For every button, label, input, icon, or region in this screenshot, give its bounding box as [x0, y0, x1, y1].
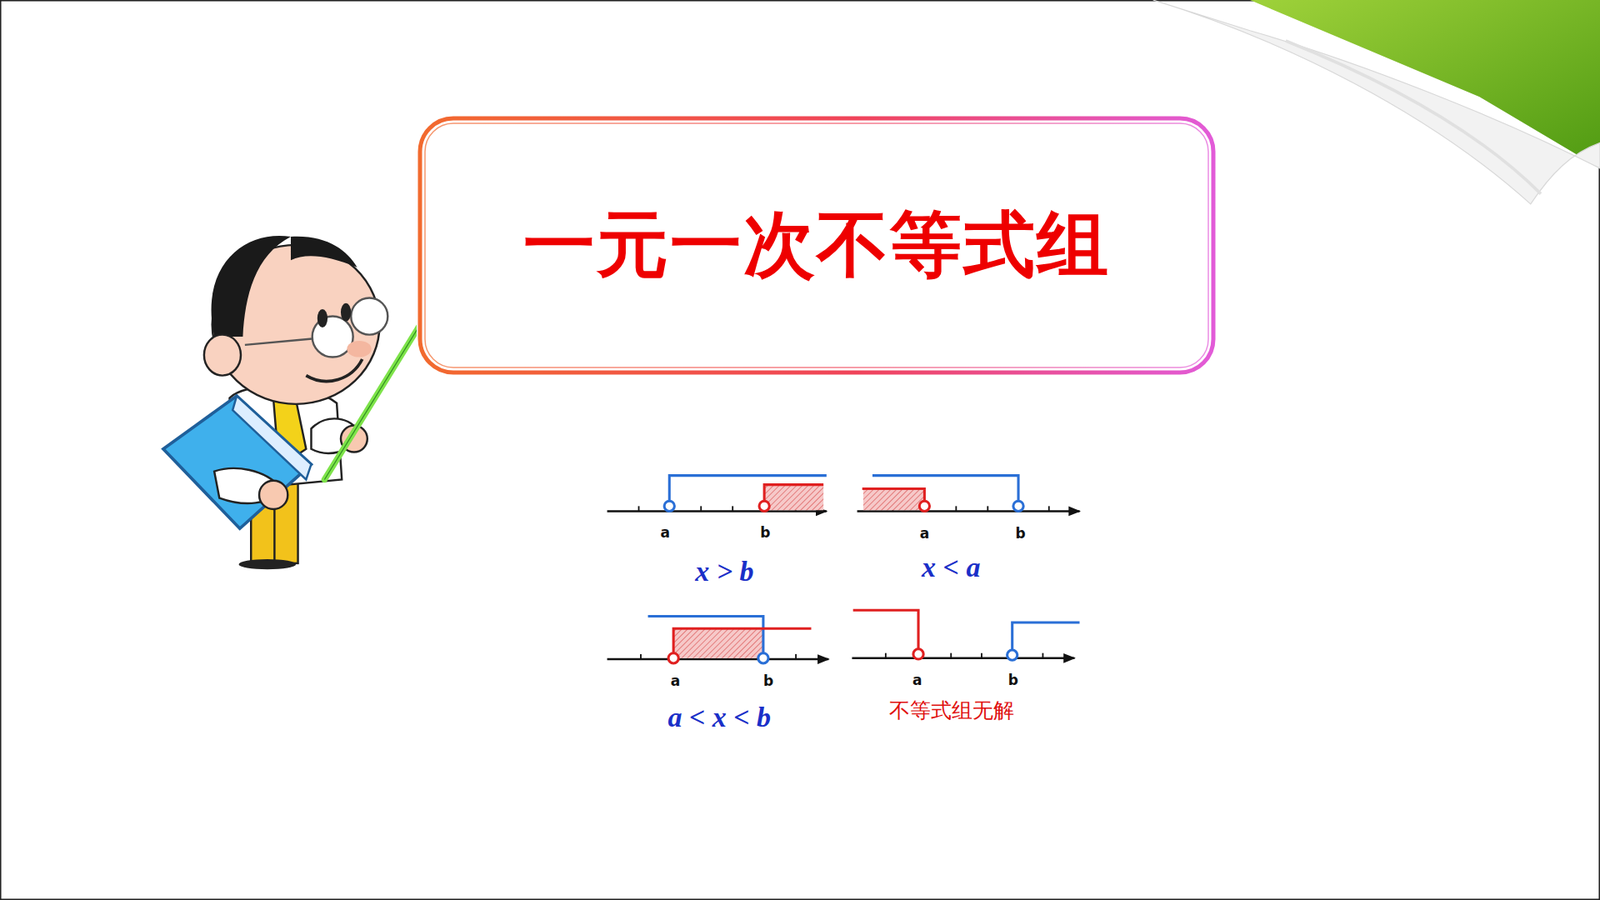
solution-caption: x > b [695, 555, 754, 587]
point-label: a [670, 672, 680, 689]
point-label: a [920, 525, 930, 542]
point-label: b [1015, 525, 1025, 542]
point-label: a [912, 671, 922, 688]
solution-caption: a < x < b [667, 701, 771, 733]
title-text: 一元一次不等式组 [523, 196, 1110, 295]
title-box: 一元一次不等式组 [416, 115, 1217, 376]
point-label: a [660, 525, 670, 541]
number-line-4 [851, 610, 1080, 660]
number-line-2 [857, 475, 1080, 512]
point-label: b [763, 672, 774, 689]
number-line-1 [607, 475, 827, 512]
number-line-3 [607, 616, 830, 664]
no-solution-note: 不等式组无解 [889, 700, 1015, 724]
teacher-cartoon [163, 235, 427, 570]
solution-caption: x < a [921, 551, 980, 583]
point-label: b [1008, 671, 1019, 688]
point-label: b [760, 525, 770, 541]
